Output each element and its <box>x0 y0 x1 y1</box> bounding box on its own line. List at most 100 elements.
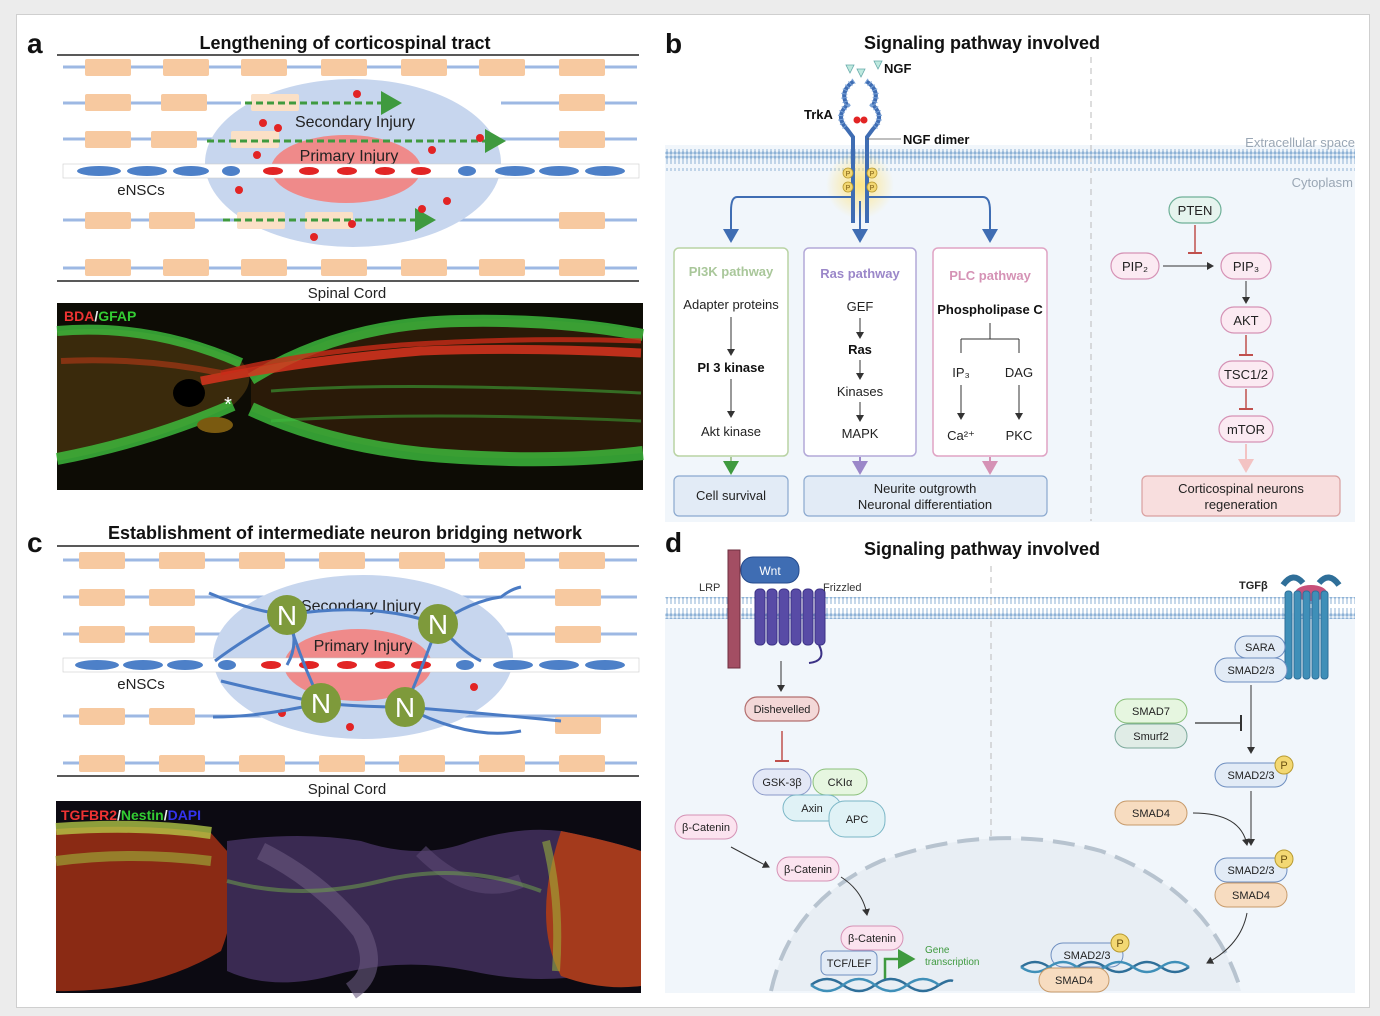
panel-a: a Lengthening of corticospinal tract <box>27 28 645 490</box>
panel-b-title: Signaling pathway involved <box>864 33 1100 53</box>
regeneration-label-1: Corticospinal neurons <box>1178 481 1304 496</box>
p-badge-3: P <box>1116 938 1123 950</box>
pi3k-item-1: Adapter proteins <box>683 297 779 312</box>
panel-c-letter: c <box>27 527 43 558</box>
neurite-label-2: Neuronal differentiation <box>858 497 992 512</box>
panel-c-title: Establishment of intermediate neuron bri… <box>108 523 583 543</box>
neurite-label-1: Neurite outgrowth <box>874 481 977 496</box>
nucleus-envelope <box>769 836 1243 992</box>
pten-label: PTEN <box>1178 203 1213 218</box>
trka-label: TrkA <box>804 107 834 122</box>
pi3k-item-2: PI 3 kinase <box>697 360 764 375</box>
neuron-3: N <box>311 688 331 719</box>
bcat-label-1: β-Catenin <box>682 822 730 834</box>
akt-label: AKT <box>1233 313 1258 328</box>
plc-dag: DAG <box>1005 365 1033 380</box>
smad23-label-4: SMAD2/3 <box>1063 950 1110 962</box>
ngf-label: NGF <box>884 61 912 76</box>
neurite-box <box>803 475 1048 517</box>
ngf-dimer-label: NGF dimer <box>903 132 969 147</box>
frizzled-label: Frizzled <box>823 582 862 594</box>
spinal-cord-label-a: Spinal Cord <box>308 285 386 302</box>
smad7-label: SMAD7 <box>1132 706 1170 718</box>
gene-label-2: transcription <box>925 957 979 968</box>
secondary-injury-label-a: Secondary Injury <box>295 114 415 131</box>
neuron-1: N <box>277 600 297 631</box>
panel-d-title: Signaling pathway involved <box>864 539 1100 559</box>
gene-label-1: Gene <box>925 945 950 956</box>
pathway-branches <box>723 195 998 243</box>
p-badge-2: P <box>1280 854 1287 866</box>
p-site-4: P <box>870 185 875 192</box>
myelin-segments-a <box>85 59 605 276</box>
regeneration-box <box>1141 475 1341 517</box>
panel-d-letter: d <box>665 527 682 558</box>
ensc-row-a <box>77 166 625 176</box>
ras-box: Ras pathway GEF Ras Kinases MAPK <box>803 247 917 457</box>
smad4-label-2: SMAD4 <box>1232 890 1270 902</box>
stain-sep-a: / <box>94 308 98 324</box>
lrp-receptor <box>727 549 741 669</box>
micrograph-a: * BDA/GFAP <box>55 303 645 490</box>
ras-item-3: Kinases <box>837 384 884 399</box>
sara-label: SARA <box>1245 642 1276 654</box>
spinal-cord-label-c: Spinal Cord <box>308 781 386 798</box>
dishevelled-label: Dishevelled <box>754 704 811 716</box>
svg-text:TGFBR2/Nestin/DAPI: TGFBR2/Nestin/DAPI <box>61 807 201 823</box>
plc-ca: Ca²⁺ <box>947 428 975 443</box>
pip3-label: PIP₃ <box>1233 259 1259 274</box>
figure-canvas: a Lengthening of corticospinal tract <box>27 28 1355 999</box>
cytoplasm-label: Cytoplasm <box>1292 175 1353 190</box>
ensc-label-c: eNSCs <box>117 676 165 693</box>
smad23-label-2: SMAD2/3 <box>1227 770 1274 782</box>
ras-item-2: Ras <box>848 342 872 357</box>
svg-text:BDA/GFAP: BDA/GFAP <box>64 308 136 324</box>
ckia-label: CKIα <box>828 777 853 789</box>
smurf2-label: Smurf2 <box>1133 731 1168 743</box>
neuron-2: N <box>428 609 448 640</box>
ensc-label-a: eNSCs <box>117 182 165 199</box>
apc-label: APC <box>846 814 869 826</box>
mtor-label: mTOR <box>1227 422 1265 437</box>
stain-sep-c1: / <box>117 807 121 823</box>
neurons-c: N N N N <box>267 595 458 727</box>
axin-label: Axin <box>801 803 822 815</box>
smad4-label-3: SMAD4 <box>1055 975 1093 987</box>
p-site-3: P <box>870 171 875 178</box>
tsc-label: TSC1/2 <box>1224 367 1268 382</box>
destruction-complex: GSK-3β CKIα Axin APC <box>752 768 886 838</box>
panel-c: c Establishment of intermediate neuron b… <box>27 523 641 999</box>
trka-receptor: P P P P <box>826 60 901 223</box>
panel-a-letter: a <box>27 28 43 59</box>
stain-bda: BDA <box>64 308 94 324</box>
stain-nestin: Nestin <box>121 807 164 823</box>
bcat-label-3: β-Catenin <box>848 933 896 945</box>
plc-pkc: PKC <box>1006 428 1033 443</box>
cell-dots-a <box>235 90 484 241</box>
cell-survival-box <box>673 475 789 517</box>
extracellular-label: Extracellular space <box>1245 135 1355 150</box>
growing-fibers-a <box>207 91 506 232</box>
pi3k-title: PI3K pathway <box>689 264 774 279</box>
bcat-label-2: β-Catenin <box>784 864 832 876</box>
lrp-label: LRP <box>699 582 720 594</box>
panel-b: b Signaling pathway involved Extracellul… <box>665 28 1355 522</box>
primary-injury-label-c: Primary Injury <box>314 638 413 655</box>
smad23-label-1: SMAD2/3 <box>1227 665 1274 677</box>
ras-item-1: GEF <box>847 299 874 314</box>
stain-dapi: DAPI <box>168 807 201 823</box>
pten-pathway: PTEN PIP₂ PIP₃ AKT TSC1/2 mTOR Corticosp… <box>1110 196 1341 517</box>
neuron-4: N <box>395 692 415 723</box>
pip2-label: PIP₂ <box>1122 259 1148 274</box>
plc-box: PLC pathway Phospholipase C IP₃ DAG Ca²⁺… <box>932 247 1048 457</box>
pi3k-box: PI3K pathway Adapter proteins PI 3 kinas… <box>673 247 789 457</box>
tcf-label: TCF/LEF <box>827 958 872 970</box>
primary-dashes-a <box>263 167 431 175</box>
panel-a-title: Lengthening of corticospinal tract <box>199 33 490 53</box>
wnt-label: Wnt <box>759 564 781 578</box>
stain-tgfbr2: TGFBR2 <box>61 807 117 823</box>
membrane-b <box>665 149 1355 171</box>
frizzled-receptor <box>754 588 826 664</box>
ras-item-4: MAPK <box>842 426 879 441</box>
plc-ip3: IP₃ <box>952 365 970 380</box>
